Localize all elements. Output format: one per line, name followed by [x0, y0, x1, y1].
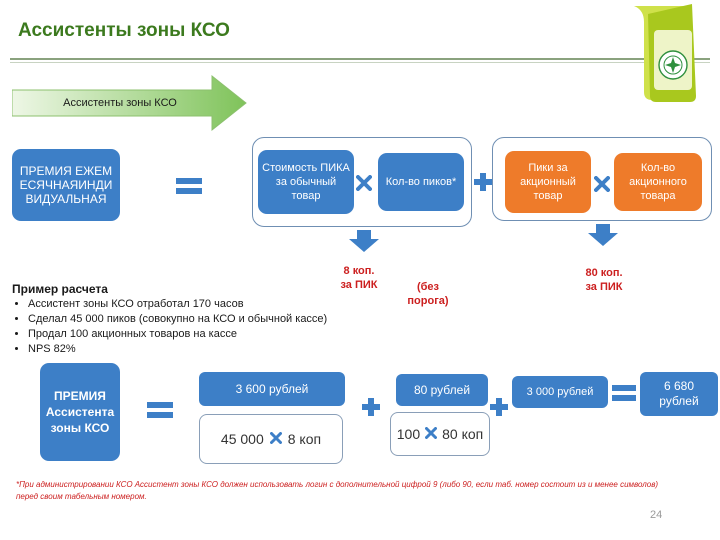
regular-pick-rate: 8 коп. за ПИК — [340, 265, 378, 291]
footnote: *При администрировании КСО Ассистент зон… — [16, 480, 659, 501]
multiply-icon — [594, 176, 610, 192]
monthly-bonus-box: ПРЕМИЯ ЕЖЕМЕСЯЧНАЯИНДИВИДУАЛЬНАЯ — [12, 149, 120, 221]
page-title: Ассистенты зоны КСО — [18, 20, 230, 41]
plus-icon — [490, 398, 508, 416]
picks-count-box: Кол-во пиков* — [378, 153, 464, 211]
page-number: 24 — [650, 509, 663, 521]
list-item: Сделал 45 000 пиков (совокупно на КСО и … — [28, 312, 392, 327]
title-divider-thin — [10, 62, 710, 63]
promo-calc-box: 100 80 коп — [390, 412, 490, 456]
example-list: Ассистент зоны КСО отработал 170 часов С… — [12, 297, 392, 357]
multiply-icon — [356, 175, 372, 191]
sum-third-box: 3 000 рублей — [512, 376, 608, 408]
picks-rate: 8 коп — [287, 431, 322, 447]
down-arrow-icon — [588, 224, 618, 246]
promo-value: 100 — [396, 426, 421, 442]
list-item: Ассистент зоны КСО отработал 170 часов — [28, 297, 392, 312]
promo-rate: 80 коп — [442, 426, 484, 442]
promo-pick-rate: 80 коп. за ПИК — [585, 267, 623, 293]
equals-icon — [176, 176, 202, 196]
example-heading: Пример расчета — [12, 282, 108, 296]
down-arrow-icon — [349, 230, 379, 252]
plus-icon — [362, 398, 380, 416]
equals-icon — [147, 400, 173, 420]
list-item: NPS 82% — [28, 342, 392, 357]
promo-picks-box: Пики за акционный товар — [505, 151, 591, 213]
total-box: 6 680 рублей — [640, 372, 718, 416]
example-section: Пример расчета Ассистент зоны КСО отрабо… — [12, 282, 392, 357]
no-threshold-note: (без порога) — [407, 281, 449, 307]
multiply-icon — [269, 431, 282, 447]
regular-calc-box: 45 000 8 коп — [199, 414, 343, 464]
plus-icon — [474, 173, 492, 191]
sum-promo-box: 80 рублей — [396, 374, 488, 406]
sum-regular-box: 3 600 рублей — [199, 372, 345, 406]
cost-per-pick-box: Стоимость ПИКА за обычный товар — [258, 150, 354, 214]
multiply-icon — [425, 426, 438, 442]
picks-value: 45 000 — [220, 431, 264, 447]
promo-count-box: Кол-во акционного товара — [614, 153, 702, 211]
assistant-bonus-box: ПРЕМИЯ Ассистента зоны КСО — [40, 363, 120, 461]
list-item: Продал 100 акционных товаров на кассе — [28, 327, 392, 342]
banner-arrow — [12, 74, 248, 132]
banner-label: Ассистенты зоны КСО — [63, 97, 177, 109]
logo — [626, 0, 700, 104]
equals-icon — [612, 384, 636, 402]
title-divider — [10, 58, 710, 60]
